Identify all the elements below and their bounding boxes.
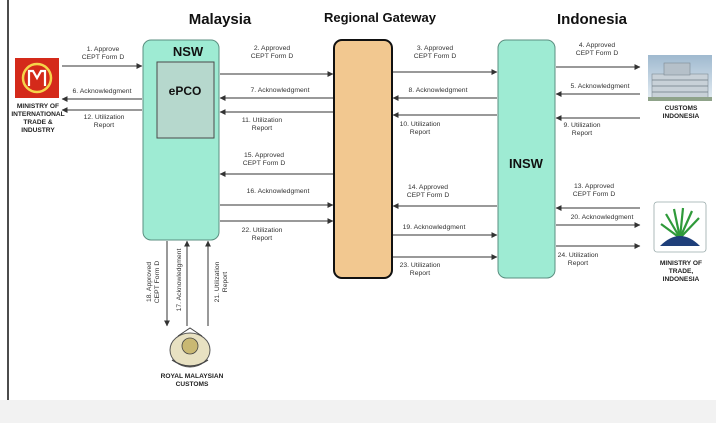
flow-3-label-line2: CEPT Form D (414, 53, 457, 60)
flow-1-label-line1: 1. Approve (87, 46, 120, 53)
flow-22-label-line1: 22. Utilization (242, 227, 283, 234)
miti-name-line3: TRADE & (23, 119, 53, 126)
royal-malaysian-customs-emblem (169, 327, 211, 368)
flow-16-label: 16. Acknowledgment (247, 188, 310, 195)
flow-13-label-line1: 13. Approved (574, 183, 614, 190)
header-regional-gateway: Regional Gateway (324, 10, 437, 25)
flow-17-label: 17. Acknowledgment (176, 249, 183, 312)
miti-logo-mark (27, 69, 47, 86)
rmc-name-line1: ROYAL MALAYSIAN (161, 373, 224, 380)
flow-9-label-line1: 9. Utilization (563, 122, 600, 129)
epco-label: ePCO (169, 84, 202, 98)
flow-5-label: 5. Acknowledgment (571, 83, 630, 90)
flow-24-label-line1: 24. Utilization (558, 252, 599, 259)
flow-10-label-line2: Report (410, 129, 431, 136)
flow-2-label-line2: CEPT Form D (251, 53, 294, 60)
flow-24-label-line2: Report (568, 260, 589, 267)
flow-7-label: 7. Acknowledgment (251, 87, 310, 94)
flow-3-label-line1: 3. Approved (417, 45, 453, 52)
customs-indonesia-line1: CUSTOMS (665, 105, 698, 112)
mot-name-line2: TRADE, (669, 268, 694, 275)
epco-box (156, 61, 215, 139)
flow-11-label-line2: Report (252, 125, 273, 132)
customs-indonesia-line2: INDONESIA (663, 113, 700, 120)
miti-logo (15, 58, 59, 98)
miti-logo-ring (21, 62, 53, 94)
flow-23-label-line1: 23. Utilization (400, 262, 441, 269)
miti-name-line1: MINISTRY OF (17, 103, 59, 110)
flow-18-label-line1: 18. Approved (146, 262, 153, 302)
mot-logo-rays (660, 207, 700, 239)
building-tower (663, 62, 691, 76)
header-malaysia: Malaysia (189, 11, 252, 28)
miti-name-line2: INTERNATIONAL (11, 111, 64, 118)
flow-6-label: 6. Acknowledgment (73, 88, 132, 95)
flow-21-label-line2: Report (222, 272, 229, 293)
flow-19-label: 19. Acknowledgment (403, 224, 466, 231)
flow-1-label-line2: CEPT Form D (82, 54, 125, 61)
flow-11-label-line1: 11. Utilization (242, 117, 283, 124)
insw-box (497, 39, 556, 279)
flow-4-label-line1: 4. Approved (579, 42, 615, 49)
flow-13-label-line2: CEPT Form D (573, 191, 616, 198)
flow-9-label-line2: Report (572, 130, 593, 137)
flow-14-label-line1: 14. Approved (408, 184, 448, 191)
flow-4-label-line2: CEPT Form D (576, 50, 619, 57)
bottom-strip (0, 400, 716, 423)
ministry-trade-indonesia-logo (653, 201, 707, 253)
insw-label: INSW (509, 156, 544, 171)
customs-indonesia-building-image (648, 55, 712, 101)
mot-name-line3: INDONESIA (663, 276, 700, 283)
flow-15-label-line1: 15. Approved (244, 152, 284, 159)
flow-23-label-line2: Report (410, 270, 431, 277)
flow-18-label-line2: CEPT Form D (154, 261, 161, 304)
flow-22-label-line2: Report (252, 235, 273, 242)
flow-8-label: 8. Acknowledgment (409, 87, 468, 94)
flow-21-label-line1: 21. Utilization (214, 261, 221, 302)
flow-10-label-line1: 10. Utilization (400, 121, 441, 128)
flow-14-label-line2: CEPT Form D (407, 192, 450, 199)
flow-2-label-line1: 2. Approved (254, 45, 290, 52)
flow-12-label-line1: 12. Utilization (84, 114, 125, 121)
miti-name-line4: INDUSTRY (21, 127, 55, 134)
nsw-label: NSW (173, 44, 204, 59)
header-indonesia: Indonesia (557, 11, 628, 28)
flow-15-label-line2: CEPT Form D (243, 160, 286, 167)
rmc-name-line2: CUSTOMS (176, 381, 209, 388)
flow-12-label-line2: Report (94, 122, 115, 129)
mot-name-line1: MINISTRY OF (660, 260, 702, 267)
mot-logo-base (660, 236, 700, 246)
flow-20-label: 20. Acknowledgment (571, 214, 634, 221)
regional-gateway-box (333, 39, 393, 279)
